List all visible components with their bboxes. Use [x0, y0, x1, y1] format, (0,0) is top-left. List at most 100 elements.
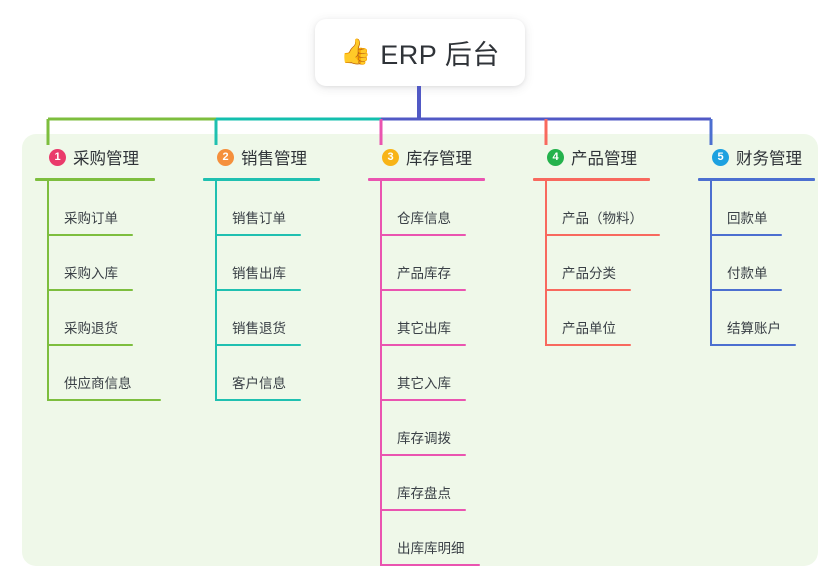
thumbs-up-icon: 👍 — [340, 38, 372, 66]
list-item-label: 产品（物料） — [562, 211, 643, 226]
list-item-label: 库存盘点 — [397, 486, 451, 501]
list-item-label: 产品单位 — [562, 321, 616, 336]
list-item[interactable]: 供应商信息 — [35, 346, 161, 401]
list-item-underline — [380, 399, 466, 401]
list-item[interactable]: 销售出库 — [203, 236, 320, 291]
list-item-label: 销售出库 — [232, 266, 286, 281]
list-item-label: 其它出库 — [397, 321, 451, 336]
list-item[interactable]: 产品单位 — [533, 291, 650, 346]
list-item-label: 出库库明细 — [397, 541, 465, 556]
list-item-label: 采购入库 — [64, 266, 118, 281]
list-item-label: 付款单 — [727, 266, 768, 281]
list-item-label: 结算账户 — [727, 321, 781, 336]
column-badge-icon: 5 — [712, 148, 729, 166]
list-item[interactable]: 产品库存 — [368, 236, 485, 291]
list-item-underline — [215, 234, 301, 236]
column-items: 仓库信息产品库存其它出库其它入库库存调拨库存盘点出库库明细 — [368, 181, 485, 566]
list-item-label: 销售退货 — [232, 321, 286, 336]
column-title: 采购管理 — [73, 150, 139, 168]
list-item-underline — [215, 399, 301, 401]
column-5: 5 财务管理回款单付款单结算账户 — [698, 145, 815, 346]
list-item[interactable]: 产品（物料） — [533, 181, 660, 236]
list-item-underline — [380, 454, 466, 456]
list-item[interactable]: 客户信息 — [203, 346, 320, 401]
list-item-label: 客户信息 — [232, 376, 286, 391]
column-items: 回款单付款单结算账户 — [698, 181, 815, 346]
list-item-underline — [380, 289, 466, 291]
column-underline — [698, 178, 815, 181]
list-item[interactable]: 其它入库 — [368, 346, 485, 401]
list-item-underline — [215, 344, 301, 346]
list-item-label: 其它入库 — [397, 376, 451, 391]
page-title: ERP 后台 — [380, 40, 500, 70]
column-spine — [47, 181, 49, 401]
list-item[interactable]: 出库库明细 — [368, 511, 485, 566]
list-item-label: 销售订单 — [232, 211, 286, 226]
list-item-underline — [710, 234, 782, 236]
list-item-label: 仓库信息 — [397, 211, 451, 226]
column-4: 4 产品管理产品（物料） 产品分类产品单位 — [533, 145, 660, 346]
column-items: 产品（物料） 产品分类产品单位 — [533, 181, 660, 346]
list-item[interactable]: 产品分类 — [533, 236, 650, 291]
list-item[interactable]: 销售订单 — [203, 181, 320, 236]
column-header-4[interactable]: 4 产品管理 — [533, 145, 650, 169]
list-item-underline — [380, 564, 480, 566]
list-item-underline — [215, 289, 301, 291]
list-item-label: 产品分类 — [562, 266, 616, 281]
list-item-label: 采购退货 — [64, 321, 118, 336]
column-underline — [35, 178, 155, 181]
list-item[interactable]: 仓库信息 — [368, 181, 485, 236]
list-item-underline — [380, 234, 466, 236]
column-underline — [203, 178, 320, 181]
root-title-card[interactable]: 👍 ERP 后台 — [315, 19, 525, 86]
list-item[interactable]: 其它出库 — [368, 291, 485, 346]
list-item[interactable]: 采购入库 — [35, 236, 155, 291]
list-item-label: 供应商信息 — [64, 376, 132, 391]
column-header-5[interactable]: 5 财务管理 — [698, 145, 815, 169]
column-title: 库存管理 — [406, 150, 472, 168]
column-2: 2 销售管理销售订单销售出库销售退货客户信息 — [203, 145, 320, 401]
list-item-underline — [545, 344, 631, 346]
column-header-3[interactable]: 3 库存管理 — [368, 145, 485, 169]
column-title: 产品管理 — [571, 150, 637, 168]
column-3: 3 库存管理仓库信息产品库存其它出库其它入库库存调拨库存盘点出库库明细 — [368, 145, 485, 566]
list-item[interactable]: 付款单 — [698, 236, 815, 291]
column-spine — [545, 181, 547, 346]
list-item-label: 采购订单 — [64, 211, 118, 226]
column-1: 1 采购管理采购订单采购入库采购退货供应商信息 — [35, 145, 161, 401]
list-item-label: 库存调拨 — [397, 431, 451, 446]
column-badge-icon: 4 — [547, 148, 564, 166]
column-header-2[interactable]: 2 销售管理 — [203, 145, 320, 169]
column-title: 销售管理 — [241, 150, 307, 168]
list-item[interactable]: 库存盘点 — [368, 456, 485, 511]
column-title: 财务管理 — [736, 150, 802, 168]
column-badge-icon: 3 — [382, 148, 399, 166]
list-item-underline — [545, 234, 660, 236]
column-underline — [533, 178, 650, 181]
list-item-underline — [47, 399, 161, 401]
list-item-underline — [545, 289, 631, 291]
column-spine — [215, 181, 217, 401]
list-item-label: 产品库存 — [397, 266, 451, 281]
list-item[interactable]: 采购订单 — [35, 181, 155, 236]
column-badge-icon: 2 — [217, 148, 234, 166]
list-item-underline — [47, 344, 133, 346]
list-item-underline — [47, 289, 133, 291]
list-item[interactable]: 结算账户 — [698, 291, 815, 346]
list-item-underline — [47, 234, 133, 236]
column-underline — [368, 178, 485, 181]
list-item-underline — [380, 344, 466, 346]
column-items: 销售订单销售出库销售退货客户信息 — [203, 181, 320, 401]
diagram-panel — [22, 134, 818, 566]
column-header-1[interactable]: 1 采购管理 — [35, 145, 155, 169]
column-spine — [380, 181, 382, 566]
column-badge-icon: 1 — [49, 148, 66, 166]
list-item[interactable]: 采购退货 — [35, 291, 155, 346]
list-item[interactable]: 回款单 — [698, 181, 815, 236]
list-item[interactable]: 库存调拨 — [368, 401, 485, 456]
list-item-underline — [710, 344, 796, 346]
list-item[interactable]: 销售退货 — [203, 291, 320, 346]
list-item-underline — [710, 289, 782, 291]
column-items: 采购订单采购入库采购退货供应商信息 — [35, 181, 161, 401]
